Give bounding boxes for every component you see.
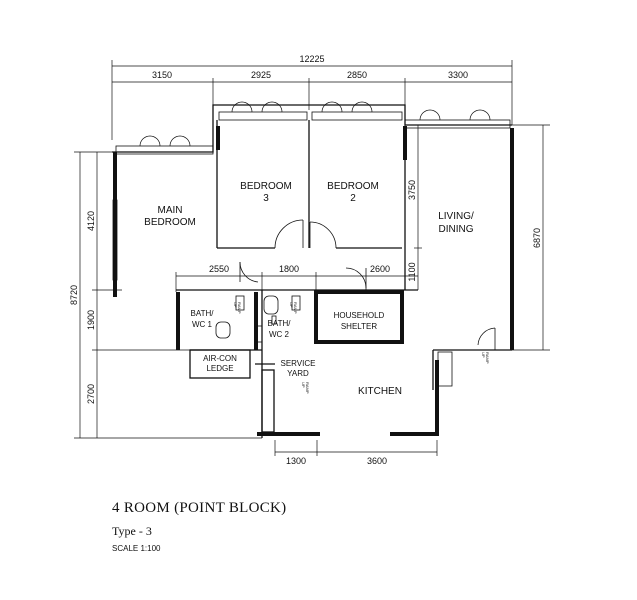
ramp-label-4b: UP: [481, 352, 486, 358]
dim-mid-3: 2600: [370, 264, 390, 274]
ramp-label-1b: UP: [233, 302, 238, 308]
dim-inner-3750: 3750: [407, 180, 417, 200]
room-bath1-l2: WC 1: [192, 320, 213, 329]
room-shelter-l1: HOUSEHOLD: [334, 311, 385, 320]
dim-top-1: 3150: [152, 70, 172, 80]
dim-mid-2: 1800: [279, 264, 299, 274]
plan-type: Type - 3: [112, 524, 152, 538]
room-aircon-l1: AIR-CON: [203, 354, 237, 363]
ramp-label-3a: RAMP: [305, 382, 310, 394]
dim-bottom-1: 1300: [286, 456, 306, 466]
windows: [112, 111, 511, 281]
dim-top-3: 2850: [347, 70, 367, 80]
walls-thin: [112, 104, 512, 438]
dim-left-total: 8720: [69, 285, 79, 305]
dim-top-4: 3300: [448, 70, 468, 80]
ramp-label-2b: UP: [289, 302, 294, 308]
dim-mid-1: 2550: [209, 264, 229, 274]
dim-inner-1100: 1100: [407, 262, 417, 281]
dim-top-total: 12225: [299, 54, 324, 64]
dim-bottom-2: 3600: [367, 456, 387, 466]
floor-plan: 12225 3150 2925 2850 3300 8720 4120 1900…: [69, 54, 550, 466]
room-bedroom3-l2: 3: [263, 193, 269, 204]
room-main-bedroom-l2: BEDROOM: [144, 217, 196, 228]
dim-left-3: 2700: [86, 384, 96, 404]
room-shelter-l2: SHELTER: [341, 322, 378, 331]
room-service-l1: SERVICE: [281, 359, 316, 368]
ramp-label-3b: UP: [301, 382, 306, 388]
room-service-l2: YARD: [287, 369, 309, 378]
plan-scale: SCALE 1:100: [112, 544, 161, 553]
window-swings: [139, 101, 491, 147]
ramp-label-1a: RAMP: [237, 302, 242, 314]
ramp-label-4a: RAMP: [485, 352, 490, 364]
door-swings: [239, 219, 496, 350]
dim-top-2: 2925: [251, 70, 271, 80]
ramp-label-2a: RAMP: [293, 302, 298, 314]
dim-left-2: 1900: [86, 310, 96, 330]
fixtures: [215, 295, 453, 387]
dim-left-1: 4120: [86, 211, 96, 231]
room-kitchen: KITCHEN: [358, 386, 402, 397]
plan-title: 4 ROOM (POINT BLOCK): [112, 500, 287, 516]
walls-thick: [113, 126, 514, 436]
room-living-l2: DINING: [439, 224, 474, 235]
room-main-bedroom-l1: MAIN: [158, 205, 183, 216]
room-bedroom2-l1: BEDROOM: [327, 181, 379, 192]
room-bath2-l2: WC 2: [269, 330, 290, 339]
room-bath2-l1: BATH/: [268, 319, 292, 328]
room-aircon-l2: LEDGE: [206, 364, 233, 373]
room-bedroom3-l1: BEDROOM: [240, 181, 292, 192]
dim-right-living: 6870: [532, 228, 542, 248]
room-living-l1: LIVING/: [438, 211, 474, 222]
dimension-lines: [74, 60, 550, 456]
room-bath1-l1: BATH/: [191, 309, 215, 318]
room-bedroom2-l2: 2: [350, 193, 356, 204]
